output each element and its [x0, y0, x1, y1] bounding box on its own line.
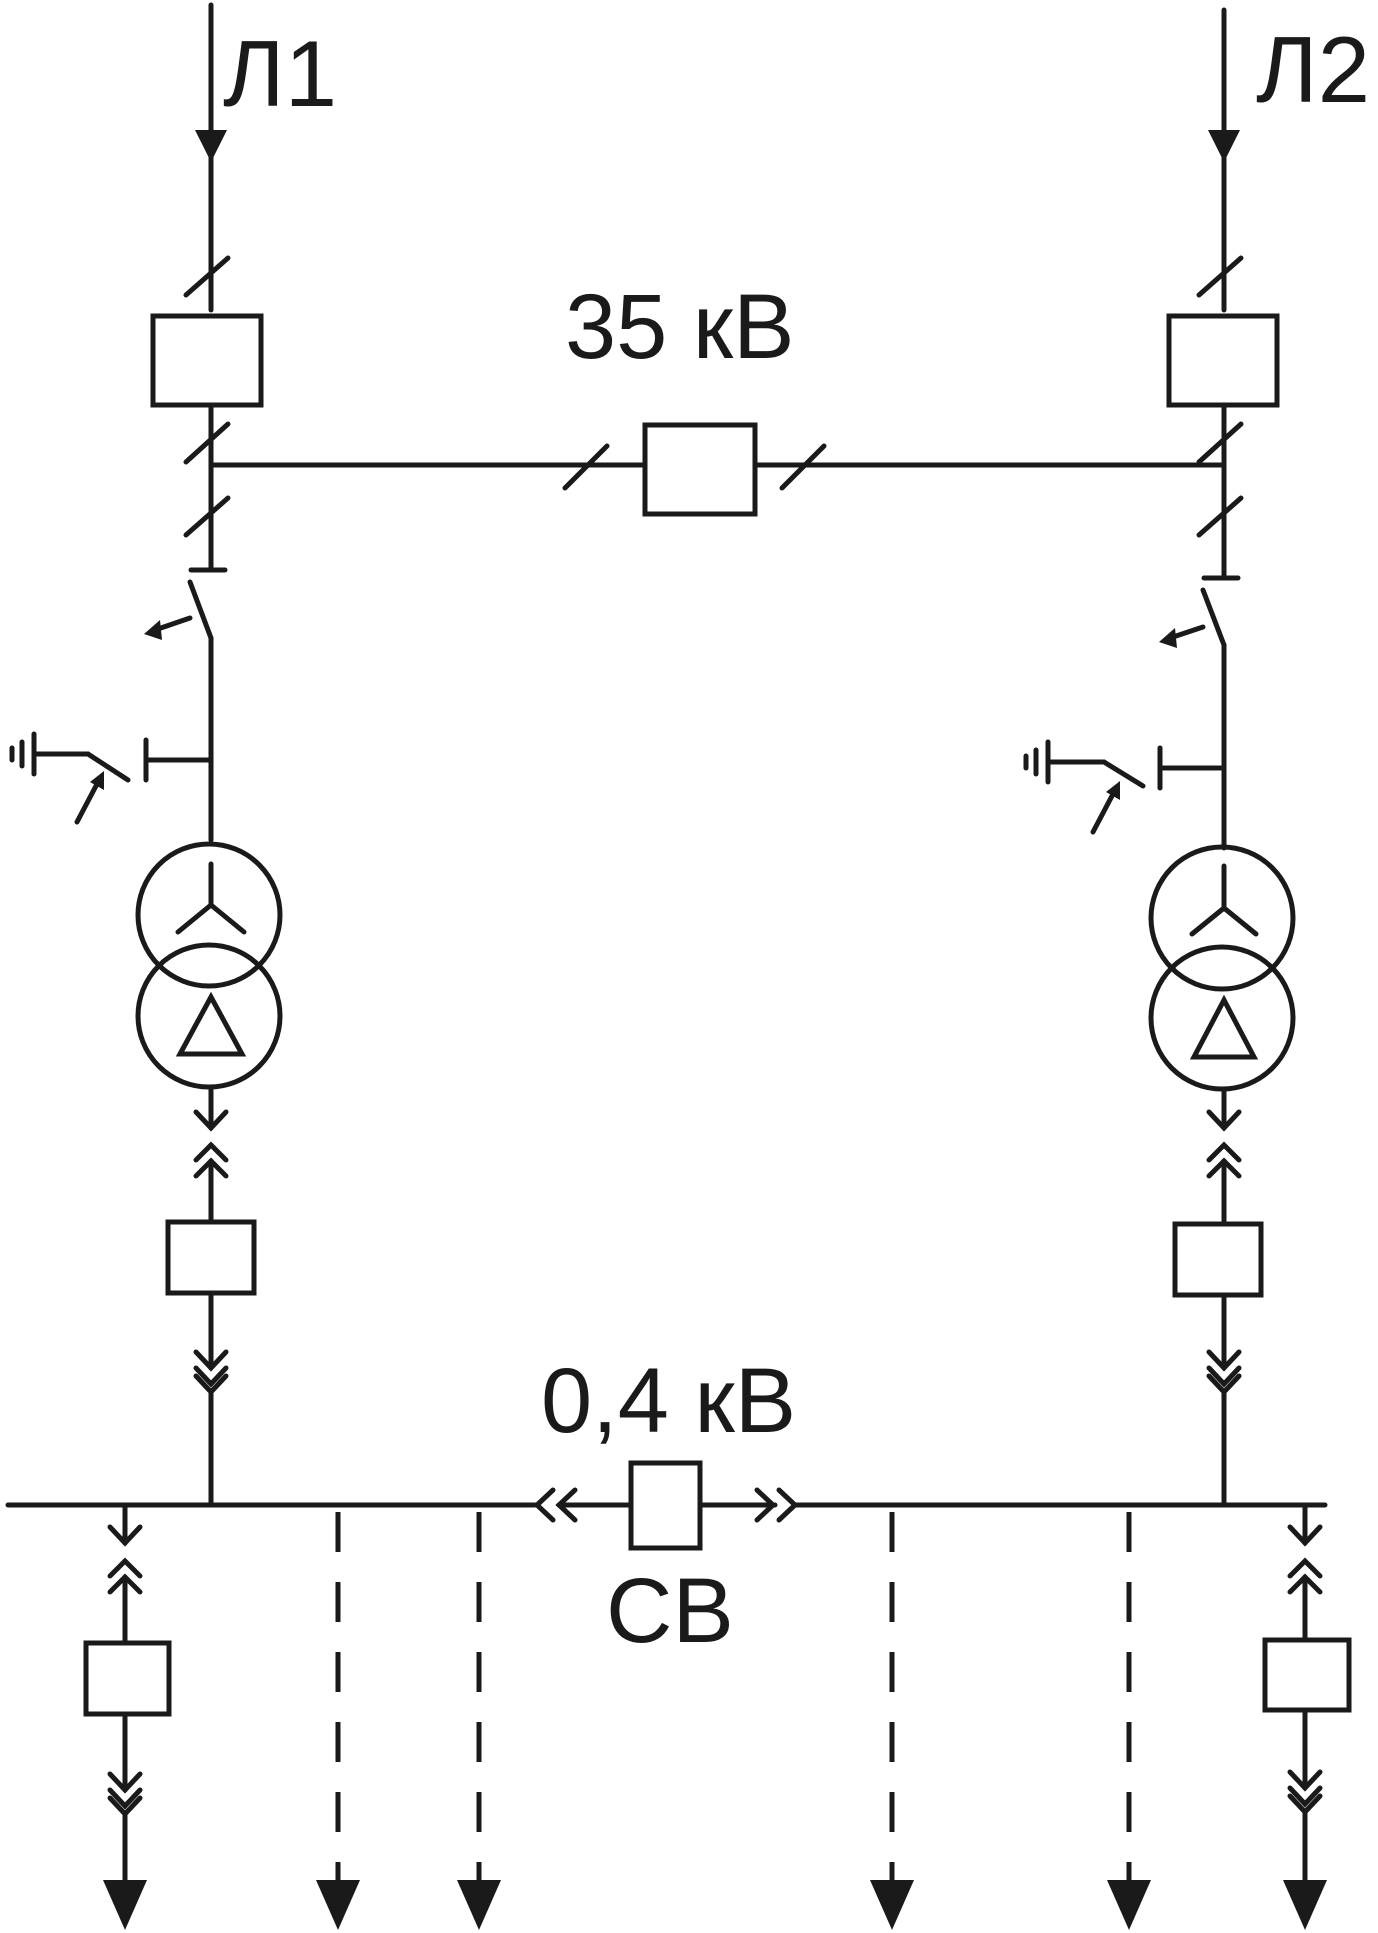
- left-hv-breaker: [150, 255, 264, 573]
- right-hv-breaker: [1166, 255, 1280, 581]
- right-transformer: [1148, 844, 1296, 1092]
- right-incoming-line: [1208, 7, 1240, 313]
- right-earthing-switch: [1023, 739, 1227, 835]
- outgoing-feeder-dashed-1: [316, 1512, 360, 1930]
- lv-section-breaker: [533, 1460, 799, 1551]
- left-lv-incomer-breaker: [165, 1087, 257, 1508]
- outgoing-feeder-dashed-3: [870, 1512, 914, 1930]
- line-label-right: Л2: [1256, 17, 1370, 122]
- outgoing-feeder-breaker-left: [83, 1502, 172, 1930]
- line-label-left: Л1: [223, 21, 337, 126]
- lv-voltage-label: 0,4 кВ: [541, 1350, 796, 1452]
- section-breaker-label: СВ: [606, 1560, 734, 1662]
- right-lv-incomer-breaker: [1172, 1087, 1264, 1508]
- hv-voltage-label: 35 кВ: [565, 276, 795, 378]
- left-earthing-switch: [9, 731, 214, 825]
- left-incoming-line: [195, 2, 227, 313]
- outgoing-feeder-dashed-4: [1107, 1512, 1151, 1930]
- right-disconnector: [1159, 587, 1227, 851]
- hv-bus-tie-breaker: [208, 422, 1227, 517]
- outgoing-feeder-dashed-2: [457, 1512, 501, 1930]
- left-transformer: [135, 841, 283, 1090]
- outgoing-feeder-breaker-right: [1262, 1502, 1352, 1930]
- left-disconnector: [144, 579, 214, 843]
